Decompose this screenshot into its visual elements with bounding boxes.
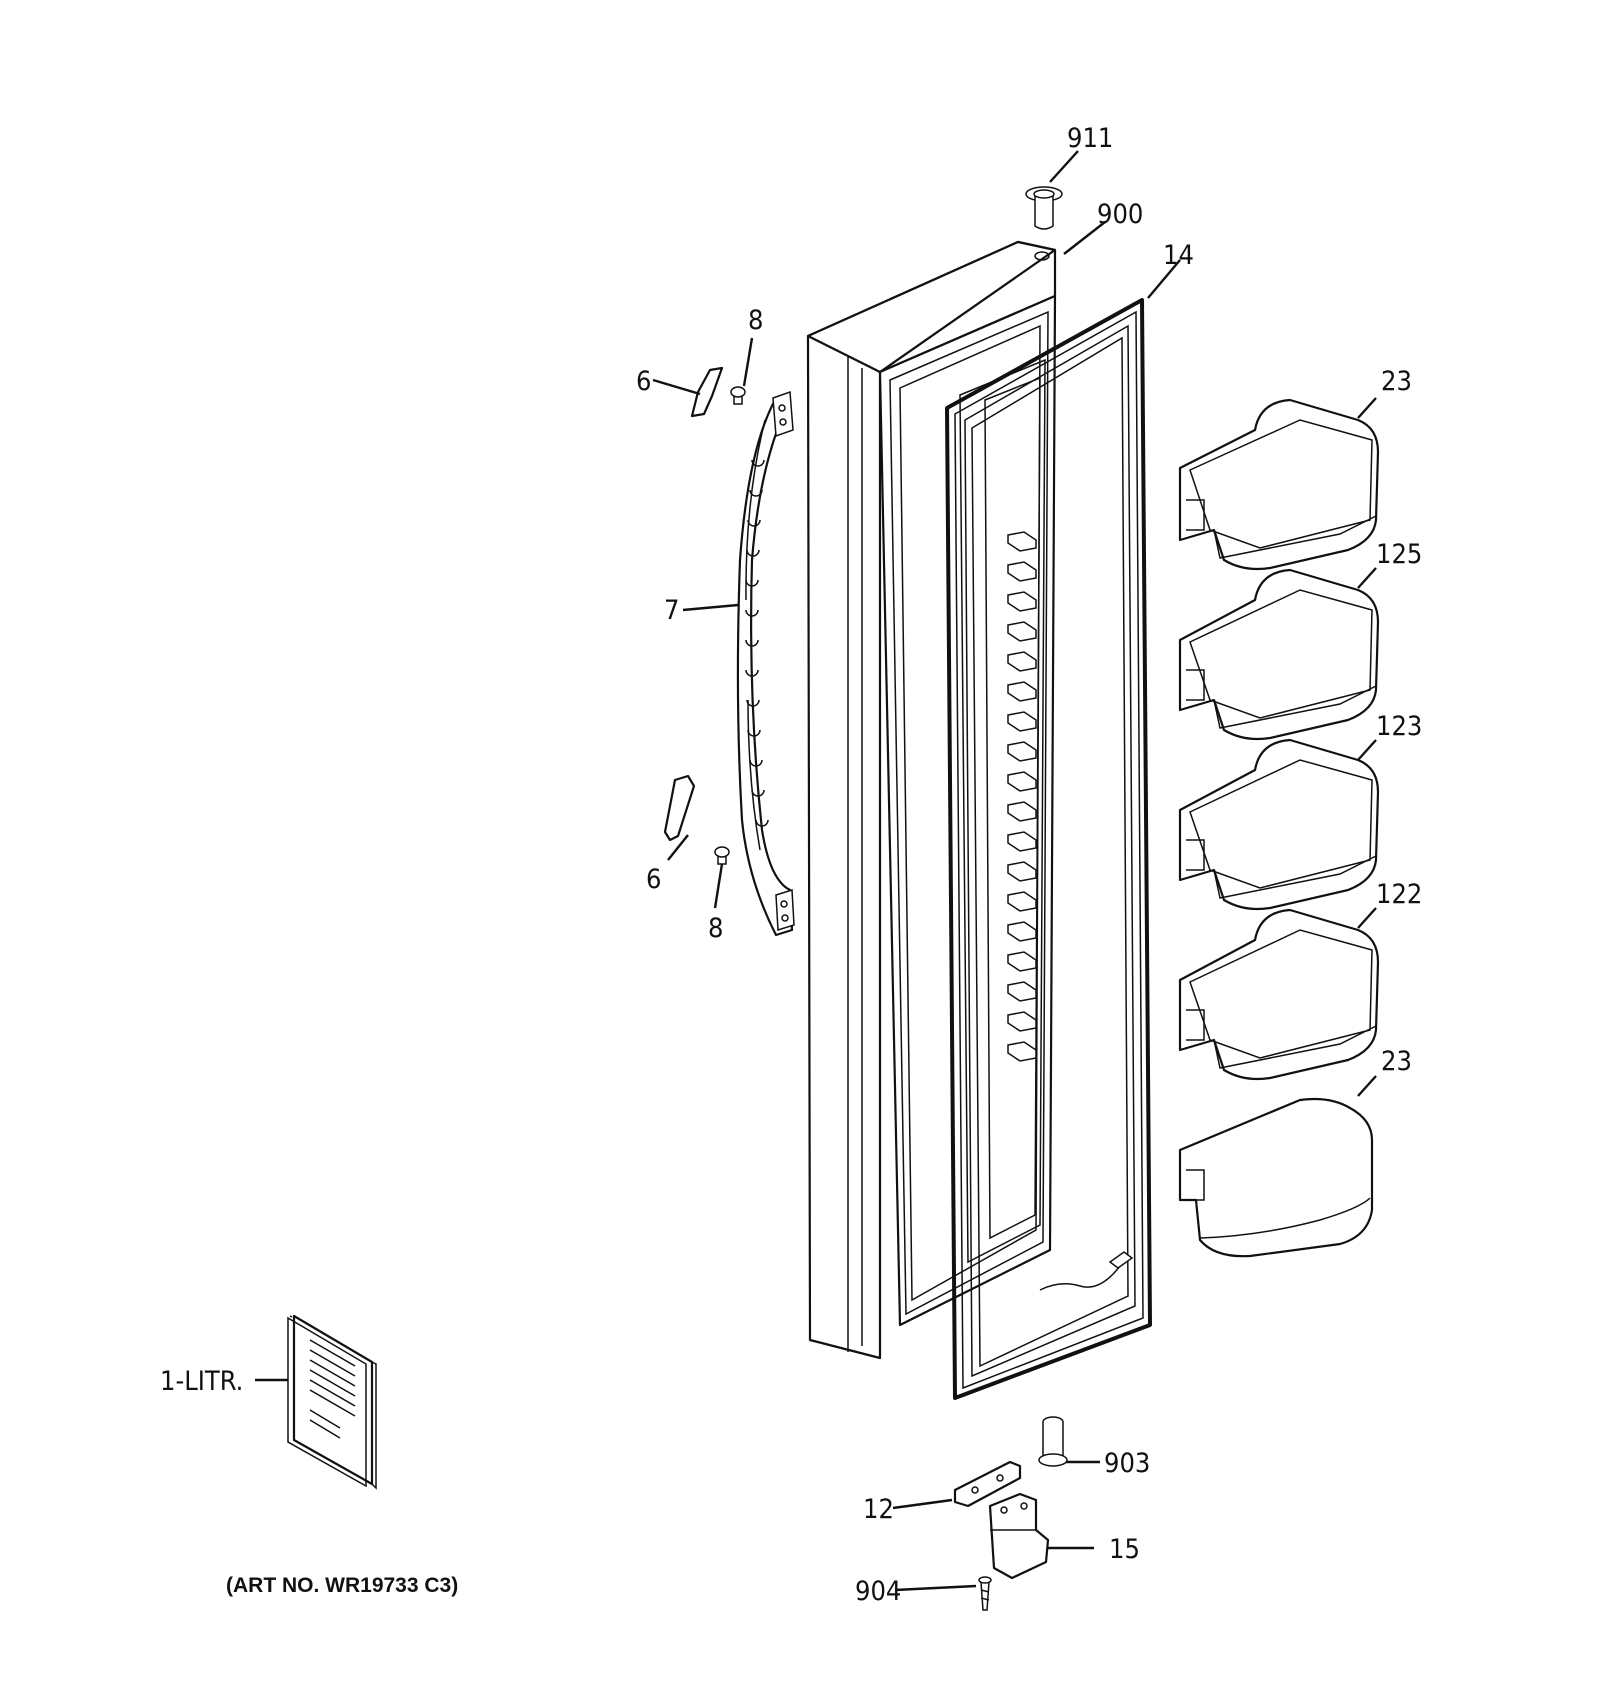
door-bins (1178, 398, 1380, 1258)
door-bin-125 (1178, 568, 1380, 741)
part-labels: 911 900 14 8 6 7 6 8 23 125 123 122 23 1… (160, 123, 1422, 1607)
handle-end-cap-top (690, 366, 724, 418)
hinge-screw (978, 1576, 992, 1611)
label-8-bottom: 8 (708, 913, 723, 944)
door-bin-23-bottom (1178, 1097, 1374, 1258)
top-hinge-bushing (1025, 186, 1063, 230)
handle-screw-bottom (714, 846, 730, 865)
handle-end-cap-bottom (663, 774, 696, 842)
shelf-clip-column (1007, 531, 1037, 1062)
label-911: 911 (1067, 123, 1113, 154)
art-number: (ART NO. WR19733 C3) (226, 1574, 458, 1597)
door-assembly (806, 240, 1057, 1360)
door-handle (736, 390, 795, 937)
door-gasket (945, 298, 1152, 1400)
label-1-litr: 1-LITR. (160, 1366, 243, 1397)
label-8-top: 8 (748, 305, 763, 336)
literature-booklet (287, 1314, 377, 1490)
door-bin-23-top (1178, 398, 1380, 571)
leader-lines (255, 150, 1377, 1592)
bottom-hinge-pin (1038, 1416, 1068, 1467)
label-904: 904 (855, 1576, 901, 1607)
handle-screw-top (730, 386, 746, 405)
label-123: 123 (1376, 711, 1422, 742)
label-6-top: 6 (636, 366, 651, 397)
label-6-bottom: 6 (646, 864, 661, 895)
label-7: 7 (664, 595, 679, 626)
label-903: 903 (1104, 1448, 1150, 1479)
label-23-bottom: 23 (1381, 1046, 1412, 1077)
door-bin-122 (1178, 908, 1380, 1081)
label-900: 900 (1097, 199, 1143, 230)
label-15: 15 (1109, 1534, 1140, 1565)
door-bin-123 (1178, 738, 1380, 911)
label-12: 12 (863, 1494, 894, 1525)
label-122: 122 (1376, 879, 1422, 910)
label-23-top: 23 (1381, 366, 1412, 397)
hinge-shim (953, 1460, 1022, 1508)
label-125: 125 (1376, 539, 1422, 570)
label-14: 14 (1163, 240, 1194, 271)
bottom-hinge-bracket (988, 1492, 1050, 1580)
